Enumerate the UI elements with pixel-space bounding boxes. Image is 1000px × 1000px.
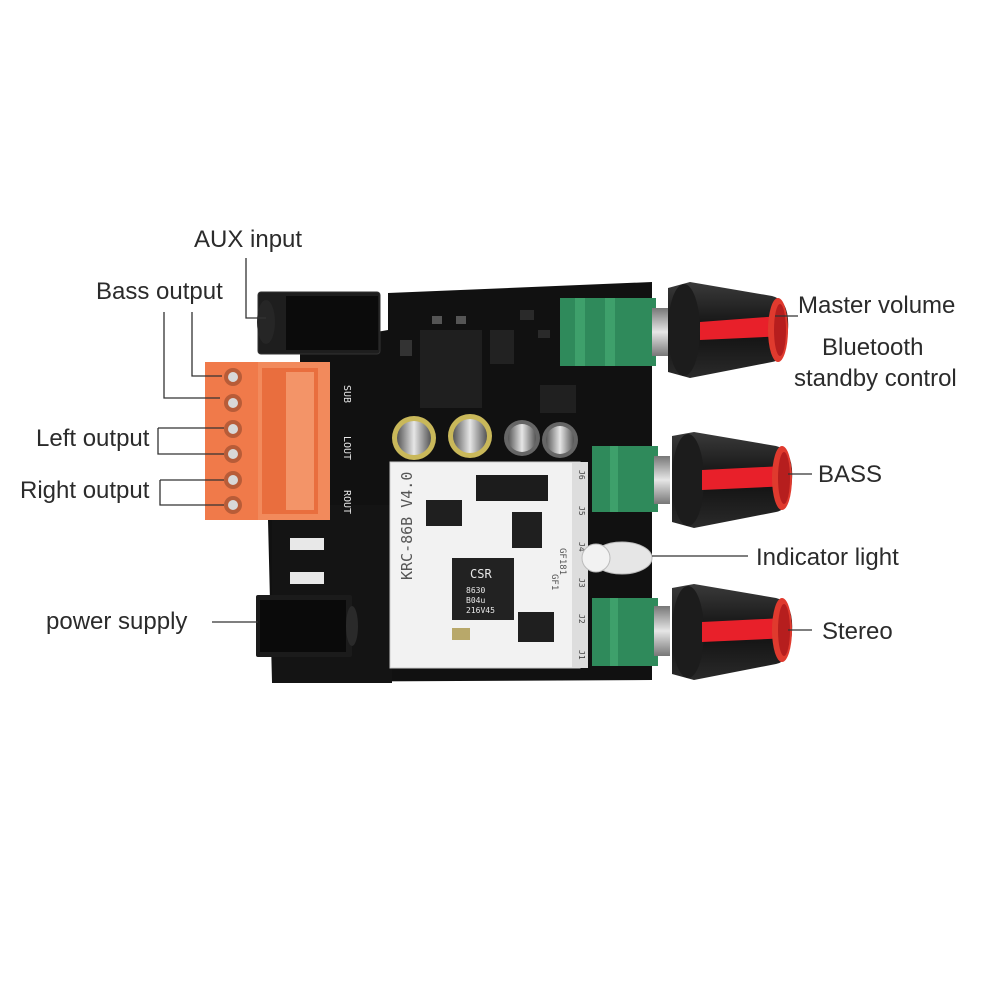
chip-line-2: B04u [466,596,485,605]
output-terminal-block [205,362,330,520]
stereo-label: Stereo [822,618,893,645]
module-pin-j2: J2 [577,614,586,624]
bass-output-leader [163,312,220,399]
silk-lout: LOUT [341,436,352,460]
master-volume-pot [560,298,668,366]
aux-jack [257,291,381,355]
terminal-screws [224,368,242,514]
chip-line-3: 216V45 [466,606,495,615]
power-supply-label: power supply [46,608,188,635]
left-output-label: Left output [36,425,150,452]
amplifier-ic [400,310,576,413]
capacitors [392,414,578,460]
module-pin-j6: J6 [577,470,586,480]
chip-brand: CSR [470,567,492,581]
bass-pot [592,446,670,512]
bass-output-label: Bass output [96,278,223,305]
bluetooth-standby-label-line2: standby control [794,365,957,392]
stereo-knob [672,584,793,680]
master-volume-knob [668,282,789,378]
module-silk-a: GF181 [557,548,567,575]
aux-input-label: AUX input [194,226,303,253]
module-pin-j5: J5 [577,506,586,516]
silk-rout: ROUT [341,490,352,514]
left-output-leader-v [157,428,224,455]
bluetooth-standby-label-line1: Bluetooth [822,334,924,361]
indicator-light-label: Indicator light [756,544,899,571]
bluetooth-chip [452,558,514,620]
power-jack [256,538,358,657]
aux-leader [245,258,266,319]
bass-label: BASS [818,461,883,488]
chip-line-1: 8630 [466,586,485,595]
bass-knob [672,432,793,528]
leader-lines [157,258,812,631]
stereo-pot [592,598,670,666]
indicator-led [581,541,653,575]
module-pin-j1: J1 [577,650,586,660]
bass-output-leader-2 [191,312,222,377]
module-silk-b: GF1 [549,574,559,590]
terminal-silkscreen: SUB LOUT ROUT [341,385,352,514]
master-volume-label: Master volume [798,292,956,319]
module-pin-j4: J4 [577,542,586,552]
silk-sub: SUB [341,385,352,403]
module-pin-j3: J3 [577,578,586,588]
bluetooth-module: CSR 8630 B04u 216V45 KRC-86B V4.0 GF181 … [389,461,588,669]
module-model-text: KRC-86B V4.0 [398,472,416,580]
right-output-label: Right output [20,477,150,504]
right-output-leader-v [159,480,224,506]
